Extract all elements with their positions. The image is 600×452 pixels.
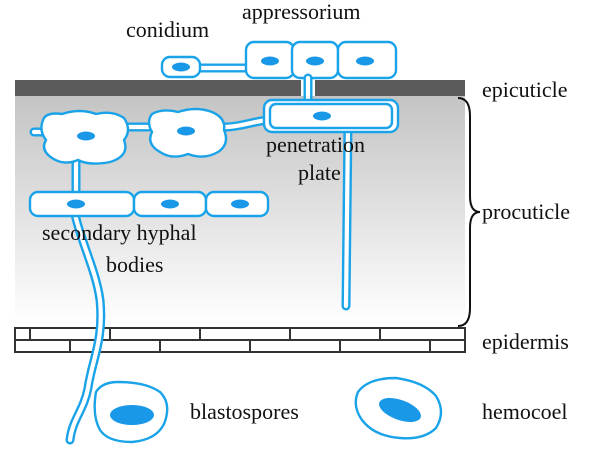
- label-appressorium: appressorium: [242, 0, 361, 24]
- procuticle-brace: [457, 97, 481, 327]
- label-blastospores: blastospores: [190, 399, 299, 424]
- label-hemocoel: hemocoel: [482, 399, 568, 424]
- epidermis-layer: [14, 327, 466, 353]
- epicuticle-layer: [15, 80, 465, 96]
- appressorium: [244, 40, 398, 80]
- label-secondary-hyphal-bodies-line1: secondary hyphal: [42, 220, 197, 245]
- blastospores: [93, 376, 443, 444]
- secondary-hyphal-bodies: [28, 190, 270, 218]
- label-penetration-plate-line1: penetration: [266, 132, 365, 157]
- label-penetration-plate-line2: plate: [298, 160, 341, 185]
- label-procuticle: procuticle: [482, 199, 570, 224]
- penetration-plate: [262, 98, 400, 134]
- label-epicuticle: epicuticle: [482, 77, 568, 102]
- label-secondary-hyphal-bodies-line2: bodies: [106, 252, 163, 277]
- label-conidium: conidium: [126, 17, 209, 42]
- conidium: [160, 55, 202, 79]
- irregular-hyphal-bodies: [40, 107, 228, 165]
- label-epidermis: epidermis: [482, 329, 569, 354]
- hyphal-connections: [29, 115, 353, 445]
